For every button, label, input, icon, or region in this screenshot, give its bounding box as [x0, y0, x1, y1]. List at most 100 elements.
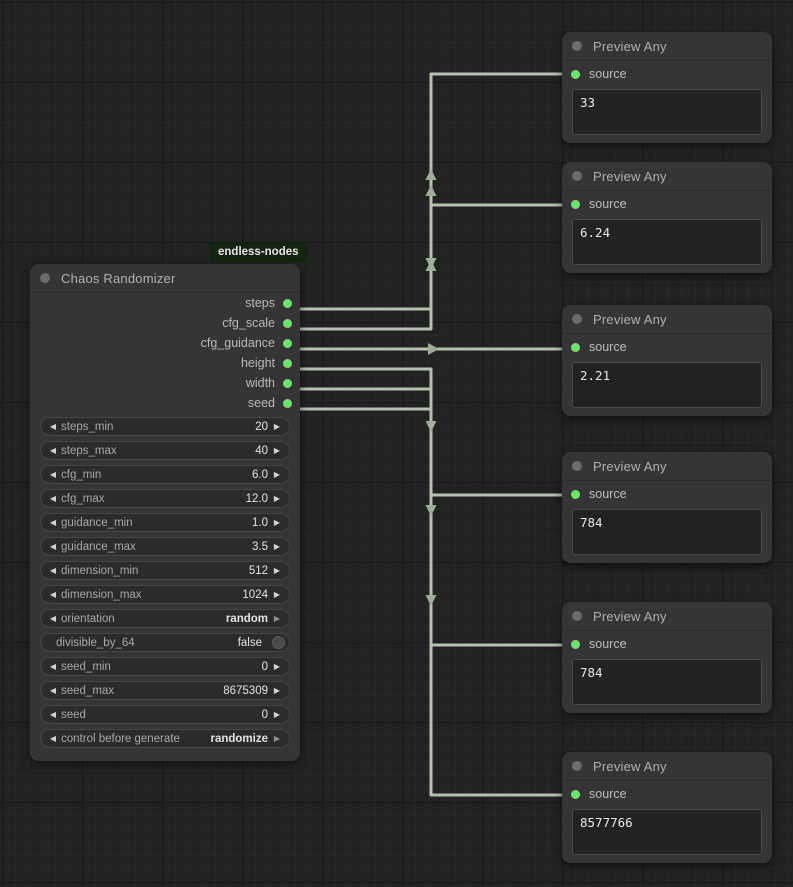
output-slot-dot-icon[interactable] — [283, 358, 292, 368]
decrement-arrow-icon[interactable]: ◀ — [49, 445, 57, 455]
input-slot-source[interactable]: source — [562, 191, 772, 217]
output-slot-dot-icon[interactable] — [283, 318, 292, 328]
collapse-dot-icon[interactable] — [572, 41, 582, 51]
collapse-dot-icon[interactable] — [572, 611, 582, 621]
decrement-arrow-icon[interactable]: ◀ — [49, 661, 57, 671]
output-slot-cfg_guidance[interactable]: cfg_guidance — [30, 333, 300, 353]
toggle-knob-icon[interactable] — [272, 636, 285, 649]
node-header[interactable]: Chaos Randomizer — [30, 264, 300, 293]
collapse-dot-icon[interactable] — [572, 461, 582, 471]
decrement-arrow-icon[interactable]: ◀ — [49, 565, 57, 575]
increment-arrow-icon[interactable]: ▶ — [273, 589, 281, 599]
widget-value[interactable]: 40 — [255, 444, 268, 457]
output-slot-dot-icon[interactable] — [283, 378, 292, 388]
input-slot-source[interactable]: source — [562, 334, 772, 360]
decrement-arrow-icon[interactable]: ◀ — [49, 709, 57, 719]
increment-arrow-icon[interactable]: ▶ — [273, 733, 281, 743]
input-slot-source[interactable]: source — [562, 61, 772, 87]
preview-value-textarea[interactable]: 6.24 — [572, 219, 762, 265]
output-slot-dot-icon[interactable] — [283, 338, 292, 348]
widget-value[interactable]: 3.5 — [252, 540, 268, 553]
input-slot-dot-icon[interactable] — [571, 342, 580, 352]
output-slot-dot-icon[interactable] — [283, 298, 292, 308]
collapse-dot-icon[interactable] — [572, 314, 582, 324]
increment-arrow-icon[interactable]: ▶ — [273, 613, 281, 623]
widget-value[interactable]: 0 — [261, 708, 268, 721]
node-header[interactable]: Preview Any — [562, 305, 772, 334]
widget-value[interactable]: 20 — [255, 420, 268, 433]
input-slot-source[interactable]: source — [562, 781, 772, 807]
output-slot-width[interactable]: width — [30, 373, 300, 393]
widget-value[interactable]: 512 — [248, 564, 268, 577]
decrement-arrow-icon[interactable]: ◀ — [49, 421, 57, 431]
preview-value-textarea[interactable]: 33 — [572, 89, 762, 135]
decrement-arrow-icon[interactable]: ◀ — [49, 493, 57, 503]
decrement-arrow-icon[interactable]: ◀ — [49, 469, 57, 479]
node-header[interactable]: Preview Any — [562, 602, 772, 631]
widget-value[interactable]: 1.0 — [252, 516, 268, 529]
output-slot-height[interactable]: height — [30, 353, 300, 373]
increment-arrow-icon[interactable]: ▶ — [273, 469, 281, 479]
increment-arrow-icon[interactable]: ▶ — [273, 421, 281, 431]
collapse-dot-icon[interactable] — [40, 273, 50, 283]
input-slot-dot-icon[interactable] — [571, 789, 580, 799]
widget-value[interactable]: 0 — [261, 660, 268, 673]
input-slot-dot-icon[interactable] — [571, 69, 580, 79]
output-slot-steps[interactable]: steps — [30, 293, 300, 313]
input-slot-source[interactable]: source — [562, 481, 772, 507]
widget-value[interactable]: 6.0 — [252, 468, 268, 481]
decrement-arrow-icon[interactable]: ◀ — [49, 517, 57, 527]
node-header[interactable]: Preview Any — [562, 162, 772, 191]
increment-arrow-icon[interactable]: ▶ — [273, 541, 281, 551]
widget-value[interactable]: random — [225, 612, 268, 625]
input-slot-dot-icon[interactable] — [571, 489, 580, 499]
increment-arrow-icon[interactable]: ▶ — [273, 493, 281, 503]
node-header[interactable]: Preview Any — [562, 32, 772, 61]
increment-arrow-icon[interactable]: ▶ — [273, 685, 281, 695]
input-slot-source[interactable]: source — [562, 631, 772, 657]
widget-value[interactable]: randomize — [210, 732, 268, 745]
decrement-arrow-icon[interactable]: ◀ — [49, 589, 57, 599]
increment-arrow-icon[interactable]: ▶ — [273, 517, 281, 527]
input-slot-dot-icon[interactable] — [571, 639, 580, 649]
increment-arrow-icon[interactable]: ▶ — [273, 661, 281, 671]
output-slot-dot-icon[interactable] — [283, 398, 292, 408]
preview-value-textarea[interactable]: 784 — [572, 509, 762, 555]
decrement-arrow-icon[interactable]: ◀ — [49, 733, 57, 743]
widget-value[interactable]: 1024 — [242, 588, 268, 601]
increment-arrow-icon[interactable]: ▶ — [273, 445, 281, 455]
collapse-dot-icon[interactable] — [572, 761, 582, 771]
decrement-arrow-icon[interactable]: ◀ — [49, 541, 57, 551]
preview-value-textarea[interactable]: 8577766 — [572, 809, 762, 855]
increment-arrow-icon[interactable]: ▶ — [273, 565, 281, 575]
preview-value-textarea[interactable]: 784 — [572, 659, 762, 705]
widget-value[interactable]: 12.0 — [245, 492, 268, 505]
collapse-dot-icon[interactable] — [572, 171, 582, 181]
increment-arrow-icon[interactable]: ▶ — [273, 709, 281, 719]
node-header[interactable]: Preview Any — [562, 752, 772, 781]
decrement-arrow-icon[interactable]: ◀ — [49, 685, 57, 695]
output-slot-seed[interactable]: seed — [30, 393, 300, 413]
preview-value-textarea[interactable]: 2.21 — [572, 362, 762, 408]
